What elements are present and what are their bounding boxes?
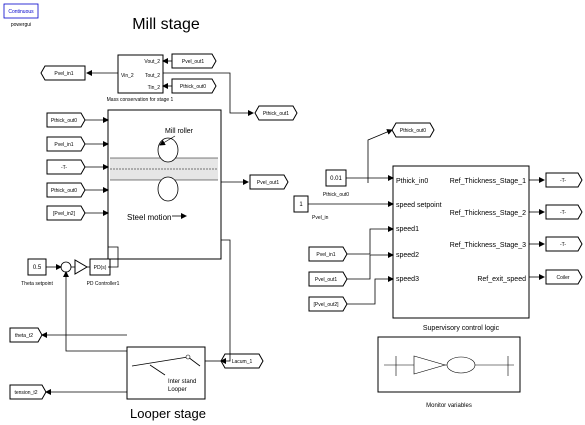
svg-text:Pvel_in1: Pvel_in1 xyxy=(54,71,73,77)
tag-pthick-out0-top[interactable]: Pthick_out0 xyxy=(171,78,217,94)
sv-in-speed2: speed2 xyxy=(396,252,419,259)
svg-text:Pvel_out1: Pvel_out1 xyxy=(315,277,337,283)
monitor-block[interactable] xyxy=(377,336,521,393)
svg-text:PD(s): PD(s) xyxy=(94,265,107,271)
sv-out-ref2: Ref_Thickness_Stage_2 xyxy=(450,210,526,217)
tag-mill-in2[interactable]: Pvel_in1 xyxy=(46,136,86,152)
mass-conservation-caption: Mass conservation for stage 1 xyxy=(107,97,174,103)
looper-line1: Inter stand xyxy=(168,379,196,385)
tag-mill-in5[interactable]: [Pvel_in2] xyxy=(46,205,86,221)
tag-tension-t2[interactable]: tension_t2 xyxy=(9,384,47,400)
port-tin2: Tin_2 xyxy=(148,85,161,91)
svg-text:Pvel_in1: Pvel_in1 xyxy=(316,252,335,258)
tag-mill-in4[interactable]: Pthick_out0 xyxy=(46,182,86,198)
svg-text:Pvel_in1: Pvel_in1 xyxy=(54,142,73,148)
mill-roller-label: Mill roller xyxy=(165,128,194,135)
svg-text:-T-: -T- xyxy=(61,165,67,171)
port-vin2: Vin_2 xyxy=(121,73,134,79)
powergui-mode: Continuous xyxy=(8,9,34,15)
svg-text:Lacum_1: Lacum_1 xyxy=(232,359,253,365)
svg-text:Pthick_out1: Pthick_out1 xyxy=(263,111,289,117)
sv-out-ref3: Ref_Thickness_Stage_3 xyxy=(450,242,526,249)
supervisory-block[interactable]: Pthick_in0 speed setpoint speed1 speed2 … xyxy=(392,165,530,319)
svg-text:0.01: 0.01 xyxy=(330,176,342,182)
mass-conservation-block[interactable]: Vin_2 Vout_2 Tout_2 Tin_2 xyxy=(117,54,164,94)
steel-motion-label: Steel motion xyxy=(127,213,171,222)
tag-t2[interactable]: -T- xyxy=(545,204,583,220)
svg-text:theta_t2: theta_t2 xyxy=(15,333,33,339)
sv-in-speed1: speed1 xyxy=(396,226,419,233)
supervisory-caption: Supervisory control logic xyxy=(423,325,500,332)
svg-text:Pvel_out1: Pvel_out1 xyxy=(257,180,279,186)
svg-text:Pvel_out1: Pvel_out1 xyxy=(182,59,204,65)
pthick-constant-caption: Pthick_out0 xyxy=(323,192,349,198)
tag-t3[interactable]: -T- xyxy=(545,236,583,252)
theta-setpoint-caption: Theta setpoint xyxy=(21,281,53,287)
monitor-caption: Monitor variables xyxy=(426,403,472,409)
svg-text:Pthick_out0: Pthick_out0 xyxy=(180,84,206,90)
sv-in-speed3: speed3 xyxy=(396,276,419,283)
looper-block[interactable]: Inter stand Looper xyxy=(126,346,206,400)
tag-pvel-out1-sv[interactable]: Pvel_out1 xyxy=(308,271,348,287)
svg-text:Pthick_out0: Pthick_out0 xyxy=(51,118,77,124)
svg-text:0.5: 0.5 xyxy=(33,265,42,271)
svg-text:-T-: -T- xyxy=(560,210,566,216)
sv-in-pthick: Pthick_in0 xyxy=(396,178,428,185)
mill-block[interactable]: Mill roller Steel motion xyxy=(107,109,222,260)
svg-text:1: 1 xyxy=(299,202,303,208)
tag-pvel-in1-sv[interactable]: Pvel_in1 xyxy=(308,246,348,262)
tag-mill-in3[interactable]: -T- xyxy=(46,159,86,175)
tag-coiler[interactable]: Coiler xyxy=(545,269,583,285)
powergui-label: powergui xyxy=(11,22,31,28)
mill-stage-title: Mill stage xyxy=(132,16,200,33)
svg-text:[Pvel_out2]: [Pvel_out2] xyxy=(313,302,339,308)
speed-setpoint-constant[interactable]: 1 xyxy=(293,195,309,213)
tag-theta-t2[interactable]: theta_t2 xyxy=(9,327,43,343)
tag-mill-in1[interactable]: Pthick_out0 xyxy=(46,112,86,128)
tag-pvel-in1-top[interactable]: Pvel_in1 xyxy=(40,65,86,81)
tag-pthick-out1[interactable]: Pthick_out1 xyxy=(254,105,298,121)
tag-pvel-out1-top[interactable]: Pvel_out1 xyxy=(171,53,217,69)
sv-out-exit-speed: Ref_exit_speed xyxy=(477,276,526,283)
pd-controller-caption: PD Controller1 xyxy=(87,281,120,287)
theta-setpoint-constant[interactable]: 0.5 xyxy=(27,258,47,276)
powergui-block[interactable]: Continuous xyxy=(3,3,39,19)
tag-t1[interactable]: -T- xyxy=(545,172,583,188)
svg-text:Pthick_out0: Pthick_out0 xyxy=(51,188,77,194)
svg-text:Pthick_out0: Pthick_out0 xyxy=(400,128,426,134)
sum-block[interactable] xyxy=(60,261,72,273)
pvel-in-sv-tag: Pvel_in xyxy=(312,215,329,221)
looper-stage-title: Looper stage xyxy=(130,406,206,421)
looper-line2: Looper xyxy=(168,387,187,393)
sv-in-speed-setpoint: speed setpoint xyxy=(396,202,442,209)
svg-text:[Pvel_in2]: [Pvel_in2] xyxy=(53,211,76,217)
pd-controller-block[interactable]: PD(s) xyxy=(89,258,111,276)
gain-block[interactable] xyxy=(74,259,88,275)
pthick-constant[interactable]: 0.01 xyxy=(325,169,347,187)
tag-pvel-out1-right[interactable]: Pvel_out1 xyxy=(249,174,289,190)
svg-text:-T-: -T- xyxy=(560,178,566,184)
svg-text:tension_t2: tension_t2 xyxy=(14,390,37,396)
tag-pvel-out2-sv[interactable]: [Pvel_out2] xyxy=(308,296,348,312)
svg-text:-T-: -T- xyxy=(560,242,566,248)
port-tout2: Tout_2 xyxy=(145,73,160,79)
port-vout2: Vout_2 xyxy=(144,59,160,65)
pthick-out0-right-tag[interactable]: Pthick_out0 xyxy=(391,122,435,138)
signal-wires xyxy=(41,58,545,395)
sv-out-ref1: Ref_Thickness_Stage_1 xyxy=(450,178,526,185)
svg-text:Coiler: Coiler xyxy=(556,275,569,281)
